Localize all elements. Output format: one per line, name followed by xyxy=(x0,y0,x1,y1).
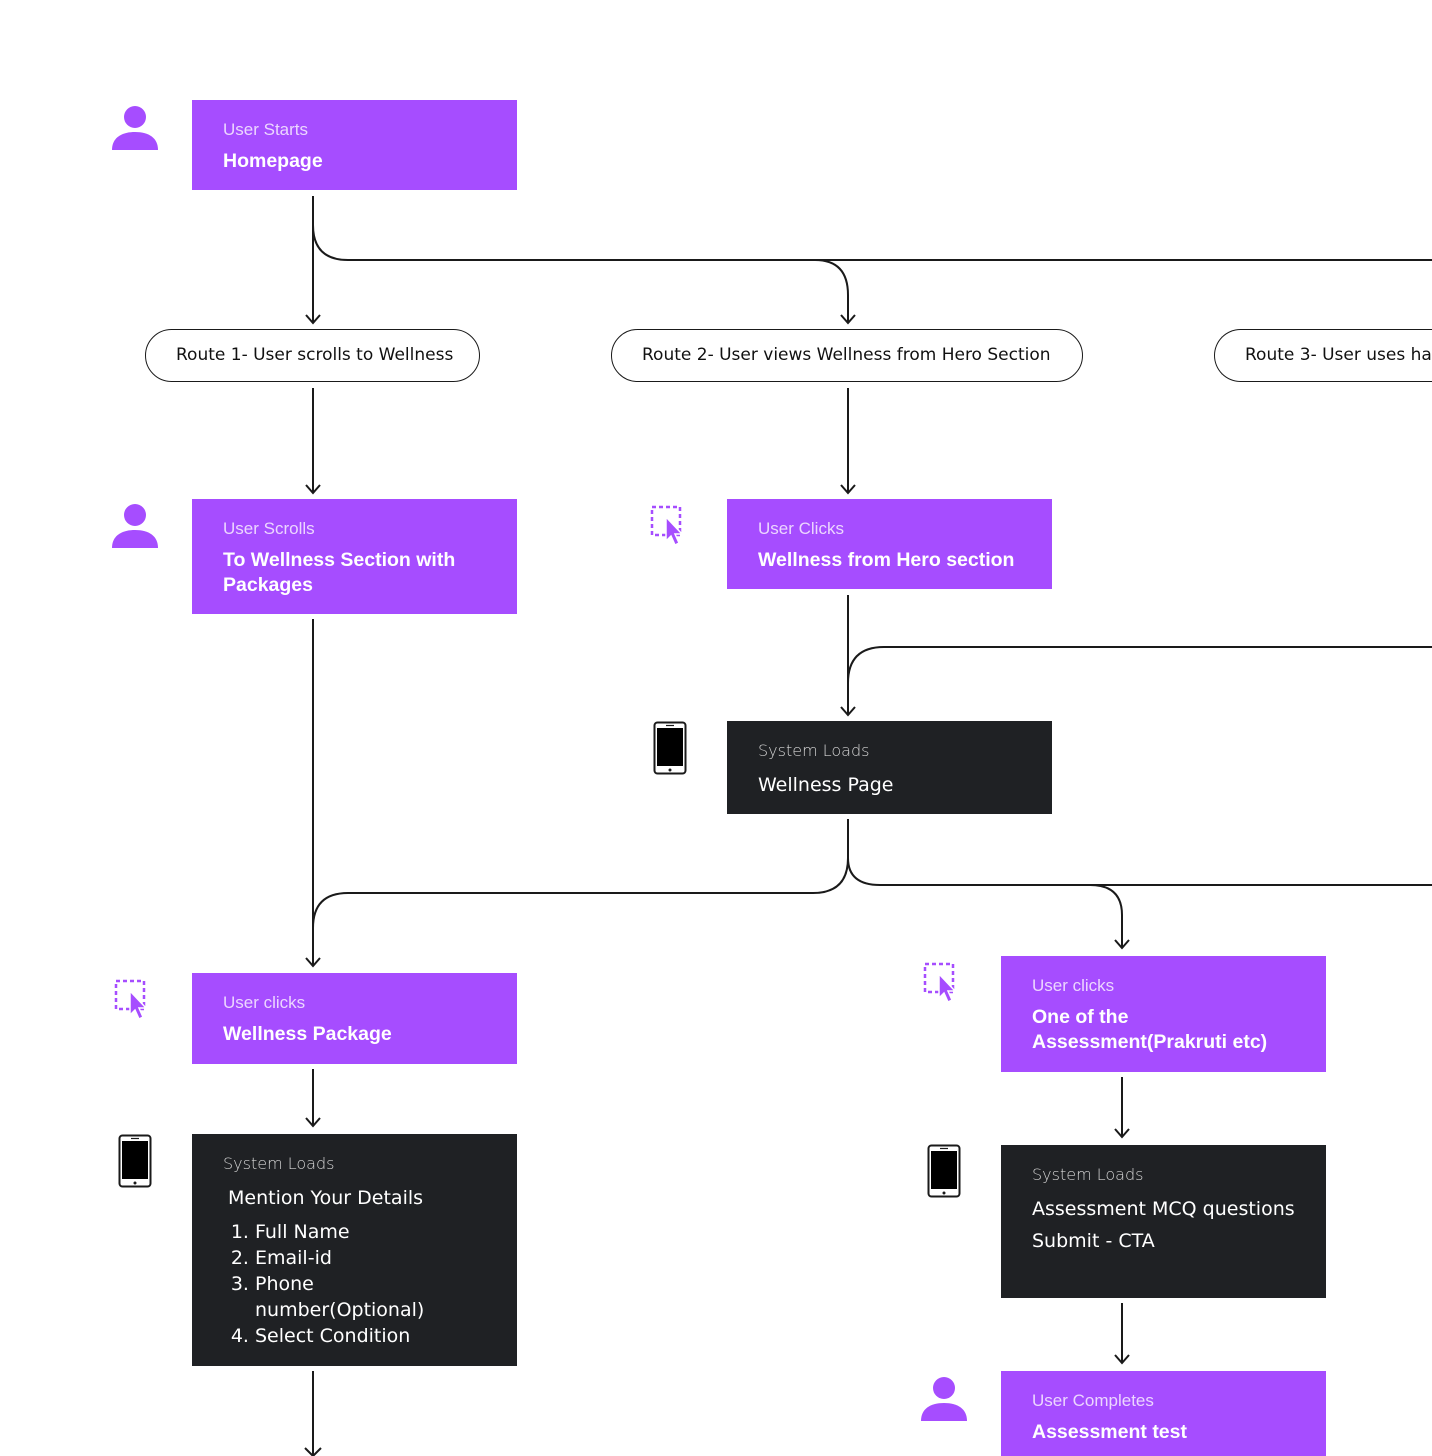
list-item: Full Name xyxy=(255,1219,486,1245)
step-user-completes: User Completes Assessment test xyxy=(1001,1371,1326,1456)
step-title: Assessment test xyxy=(1032,1421,1187,1443)
mobile-phone-icon xyxy=(118,1134,152,1188)
user-icon xyxy=(112,106,158,150)
step-title: Wellness Package xyxy=(223,1023,392,1045)
mobile-phone-icon xyxy=(653,721,687,775)
step-package-clicks: User clicks Wellness Package xyxy=(192,973,517,1064)
list-item: Phone number(Optional) xyxy=(255,1271,486,1323)
step-actor: User Scrolls xyxy=(223,519,315,538)
connector-homepage-branch xyxy=(312,224,1432,261)
step-actor: User clicks xyxy=(1032,976,1115,995)
user-icon xyxy=(112,504,158,548)
step-title: Wellness Page xyxy=(758,774,894,796)
list-item: Email-id xyxy=(255,1245,486,1271)
cursor-click-icon xyxy=(114,979,148,1021)
step-cta: Submit - CTA xyxy=(1032,1230,1155,1252)
step-actor: System Loads xyxy=(1032,1165,1144,1184)
step-actor: User clicks xyxy=(223,993,306,1012)
step-actor: User Starts xyxy=(223,120,309,139)
details-field-list: Full Name Email-id Phone number(Optional… xyxy=(223,1219,486,1349)
step-title: Assessment MCQ questions xyxy=(1032,1198,1295,1220)
step-title: Homepage xyxy=(223,150,323,172)
route-3-pill: Route 3- User uses ha xyxy=(1214,329,1432,382)
connector-route3-merge xyxy=(847,646,1432,684)
step-wellness-page: System Loads Wellness Page xyxy=(727,721,1052,814)
step-assessment-clicks: User clicks One of the Assessment(Prakru… xyxy=(1001,956,1326,1072)
step-actor: System Loads xyxy=(758,741,870,760)
step-details-form: System Loads Mention Your Details Full N… xyxy=(192,1134,517,1366)
user-icon xyxy=(921,1377,967,1421)
connector-details-next-arrowhead xyxy=(304,1447,322,1456)
step-actor: User Clicks xyxy=(758,519,844,538)
step-title: Mention Your Details xyxy=(228,1187,424,1209)
step-actor: User Completes xyxy=(1032,1391,1154,1410)
route-2-pill: Route 2- User views Wellness from Hero S… xyxy=(611,329,1083,382)
step-title: One of the Assessment(Prakruti etc) xyxy=(1032,1006,1268,1053)
step-title: Wellness from Hero section xyxy=(758,549,1015,571)
list-item: Select Condition xyxy=(255,1323,486,1349)
cursor-click-icon xyxy=(923,962,957,1004)
step-homepage: User Starts Homepage xyxy=(192,100,517,190)
connector-wellnesspage-package xyxy=(312,819,849,929)
step-hero-clicks: User Clicks Wellness from Hero section xyxy=(727,499,1052,589)
connector-branch-route2 xyxy=(814,259,856,325)
step-actor: System Loads xyxy=(223,1154,335,1173)
mobile-phone-icon xyxy=(927,1144,961,1198)
step-title: To Wellness Section with Packages xyxy=(223,549,456,596)
cursor-click-icon xyxy=(650,505,684,547)
route-1-pill: Route 1- User scrolls to Wellness xyxy=(145,329,480,382)
step-user-scrolls: User Scrolls To Wellness Section with Pa… xyxy=(192,499,517,614)
step-mcq: System Loads Assessment MCQ questions Su… xyxy=(1001,1145,1326,1298)
connector-wellnesspage-assessment xyxy=(847,857,1130,950)
